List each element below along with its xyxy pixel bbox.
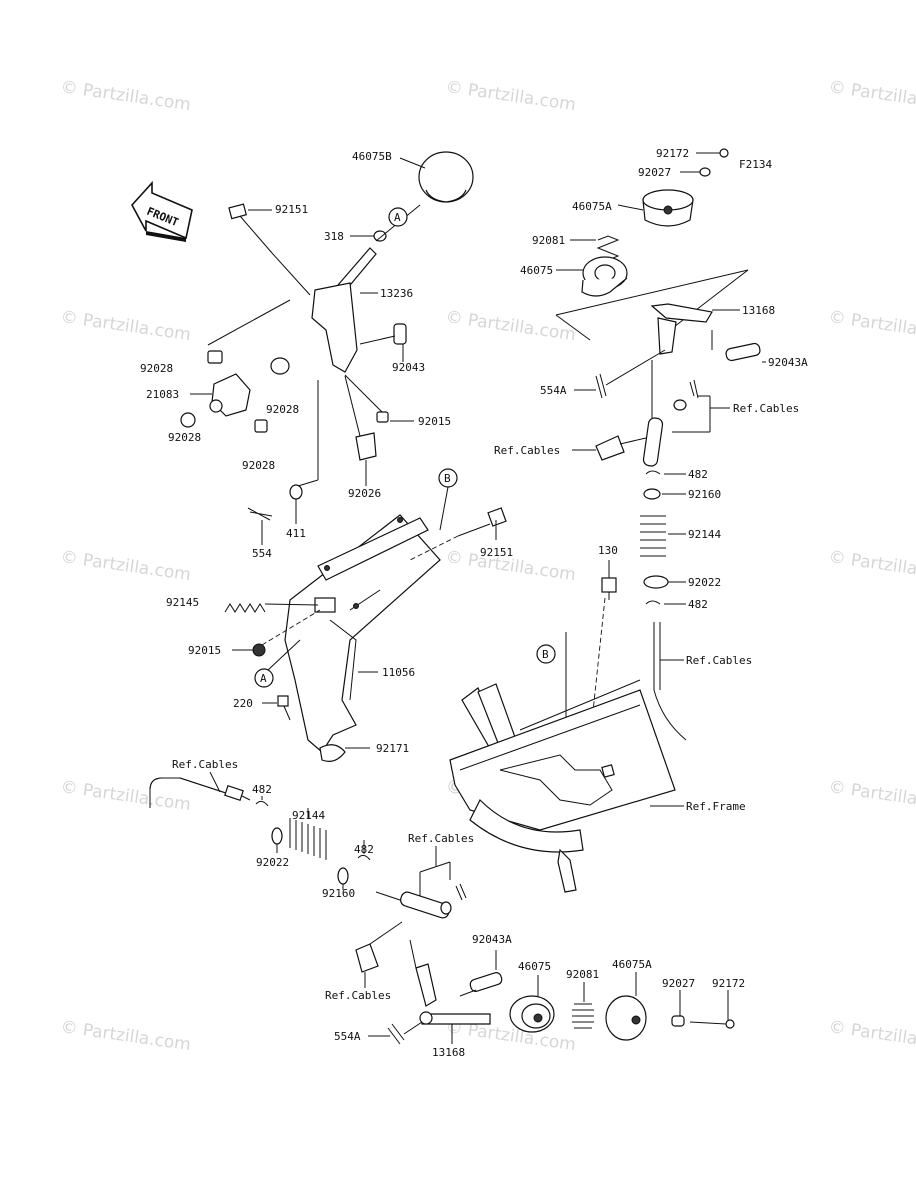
part-label: 482 [252, 783, 272, 796]
part-label: 92027 [638, 166, 671, 179]
watermark: © Partzilla.com [444, 307, 577, 345]
part-label: 92144 [688, 528, 721, 541]
part-label: 92028 [140, 362, 173, 375]
part-label: 21083 [146, 388, 179, 401]
watermark: © Partzilla.com [827, 1017, 916, 1055]
part-label: 92028 [168, 431, 201, 444]
part-label: 92022 [256, 856, 289, 869]
part-label: 554 [252, 547, 272, 560]
part-label: 92028 [242, 459, 275, 472]
part-label: 92043A [472, 933, 512, 946]
part-label: 46075 [520, 264, 553, 277]
watermark: © Partzilla.com [827, 77, 916, 115]
part-label: 130 [598, 544, 618, 557]
part-label: 554A [334, 1030, 361, 1043]
part-label: 482 [688, 468, 708, 481]
part-label: 92022 [688, 576, 721, 589]
part-label: 92028 [266, 403, 299, 416]
figure-code: F2134 [739, 158, 772, 171]
part-label: 46075B [352, 150, 392, 163]
part-label: 92043 [392, 361, 425, 374]
part-label: 13236 [380, 287, 413, 300]
part-label: 92172 [656, 147, 689, 160]
part-label: 46075A [572, 200, 612, 213]
part-label: 46075A [612, 958, 652, 971]
callout-a-top: A [394, 211, 401, 224]
bracket-assembly: B A [224, 468, 507, 762]
part-label: 318 [324, 230, 344, 243]
part-label: Ref.Cables [733, 402, 799, 415]
part-label: 13168 [432, 1046, 465, 1059]
watermark: © Partzilla.com [827, 547, 916, 585]
part-label: 92015 [188, 644, 221, 657]
part-label: 92144 [292, 809, 325, 822]
part-label: Ref.Cables [172, 758, 238, 771]
shift-lever-assembly: A [180, 151, 474, 545]
part-label: 482 [688, 598, 708, 611]
watermark: © Partzilla.com [59, 777, 192, 815]
part-label: 554A [540, 384, 567, 397]
part-label: 92027 [662, 977, 695, 990]
part-label: Ref.Cables [494, 444, 560, 457]
watermark: © Partzilla.com [59, 547, 192, 585]
part-label: Ref.Cables [686, 654, 752, 667]
part-label: 13168 [742, 304, 775, 317]
part-label: 411 [286, 527, 306, 540]
watermark: © Partzilla.com [59, 307, 192, 345]
part-label: 92151 [275, 203, 308, 216]
front-arrow-icon: FRONT [131, 180, 193, 242]
part-label: 482 [354, 843, 374, 856]
part-label: 46075 [518, 960, 551, 973]
part-label: 92160 [688, 488, 721, 501]
part-label: Ref.Cables [325, 989, 391, 1002]
part-label: 11056 [382, 666, 415, 679]
watermark: © Partzilla.com [59, 77, 192, 115]
part-label: Ref.Frame [686, 800, 746, 813]
watermark: © Partzilla.com [59, 1017, 192, 1055]
part-label: 92081 [566, 968, 599, 981]
part-label: 92145 [166, 596, 199, 609]
part-label: 92026 [348, 487, 381, 500]
part-label: 220 [233, 697, 253, 710]
part-label: 92172 [712, 977, 745, 990]
callout-a-lower: A [260, 672, 267, 685]
part-label: 92015 [418, 415, 451, 428]
frame-assembly: B [449, 632, 684, 893]
part-label: Ref.Cables [408, 832, 474, 845]
watermark: © Partzilla.com [444, 77, 577, 115]
part-label: 92151 [480, 546, 513, 559]
part-label: 92043A [768, 356, 808, 369]
part-label: 92171 [376, 742, 409, 755]
callout-b-upper: B [444, 472, 451, 485]
watermark: © Partzilla.com [827, 777, 916, 815]
part-label: 92081 [532, 234, 565, 247]
lower-cable-assembly [149, 771, 735, 1045]
callout-b-lower: B [542, 648, 549, 661]
part-label: 92160 [322, 887, 355, 900]
watermark: © Partzilla.com [827, 307, 916, 345]
upper-pulley-assembly [555, 148, 766, 741]
